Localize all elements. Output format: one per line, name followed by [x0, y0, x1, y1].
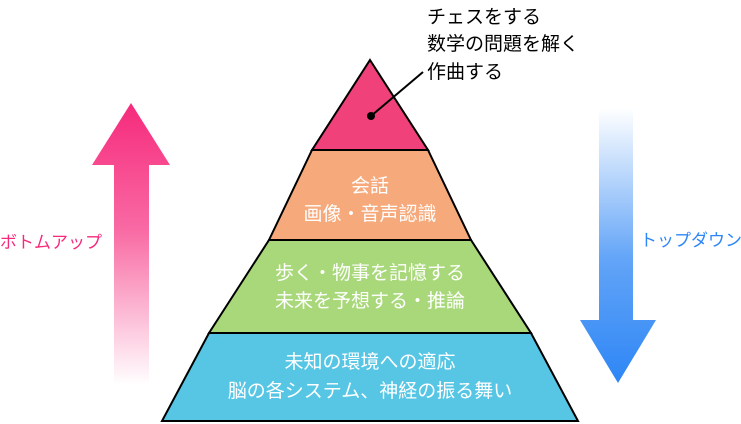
top-down-arrow [580, 108, 656, 383]
top-down-label: トップダウン [640, 231, 741, 251]
bottom-up-arrow [92, 103, 170, 385]
callout-line-2: 数学の問題を解く [427, 33, 579, 55]
tier-2-line-2: 画像・音声認識 [303, 203, 436, 225]
callout-line-3: 作曲する [427, 61, 503, 83]
tier-3-line-2: 未来を予想する・推論 [275, 290, 465, 312]
tier-4-line-2: 脳の各システム、神経の振る舞い [228, 380, 512, 402]
tier-2-line-1: 会話 [351, 175, 389, 197]
callout-dot [367, 112, 375, 120]
bottom-up-label: ボトムアップ [0, 233, 102, 253]
callout-line-1: チェスをする [427, 6, 541, 28]
tier-3-line-1: 歩く・物事を記憶する [275, 262, 465, 284]
tier-4-line-1: 未知の環境への適応 [284, 351, 455, 373]
pyramid-tier-4 [160, 332, 580, 422]
pyramid-tier-1 [310, 58, 430, 151]
callout-leader-line [370, 71, 424, 117]
pyramid-tier-3 [207, 239, 533, 334]
